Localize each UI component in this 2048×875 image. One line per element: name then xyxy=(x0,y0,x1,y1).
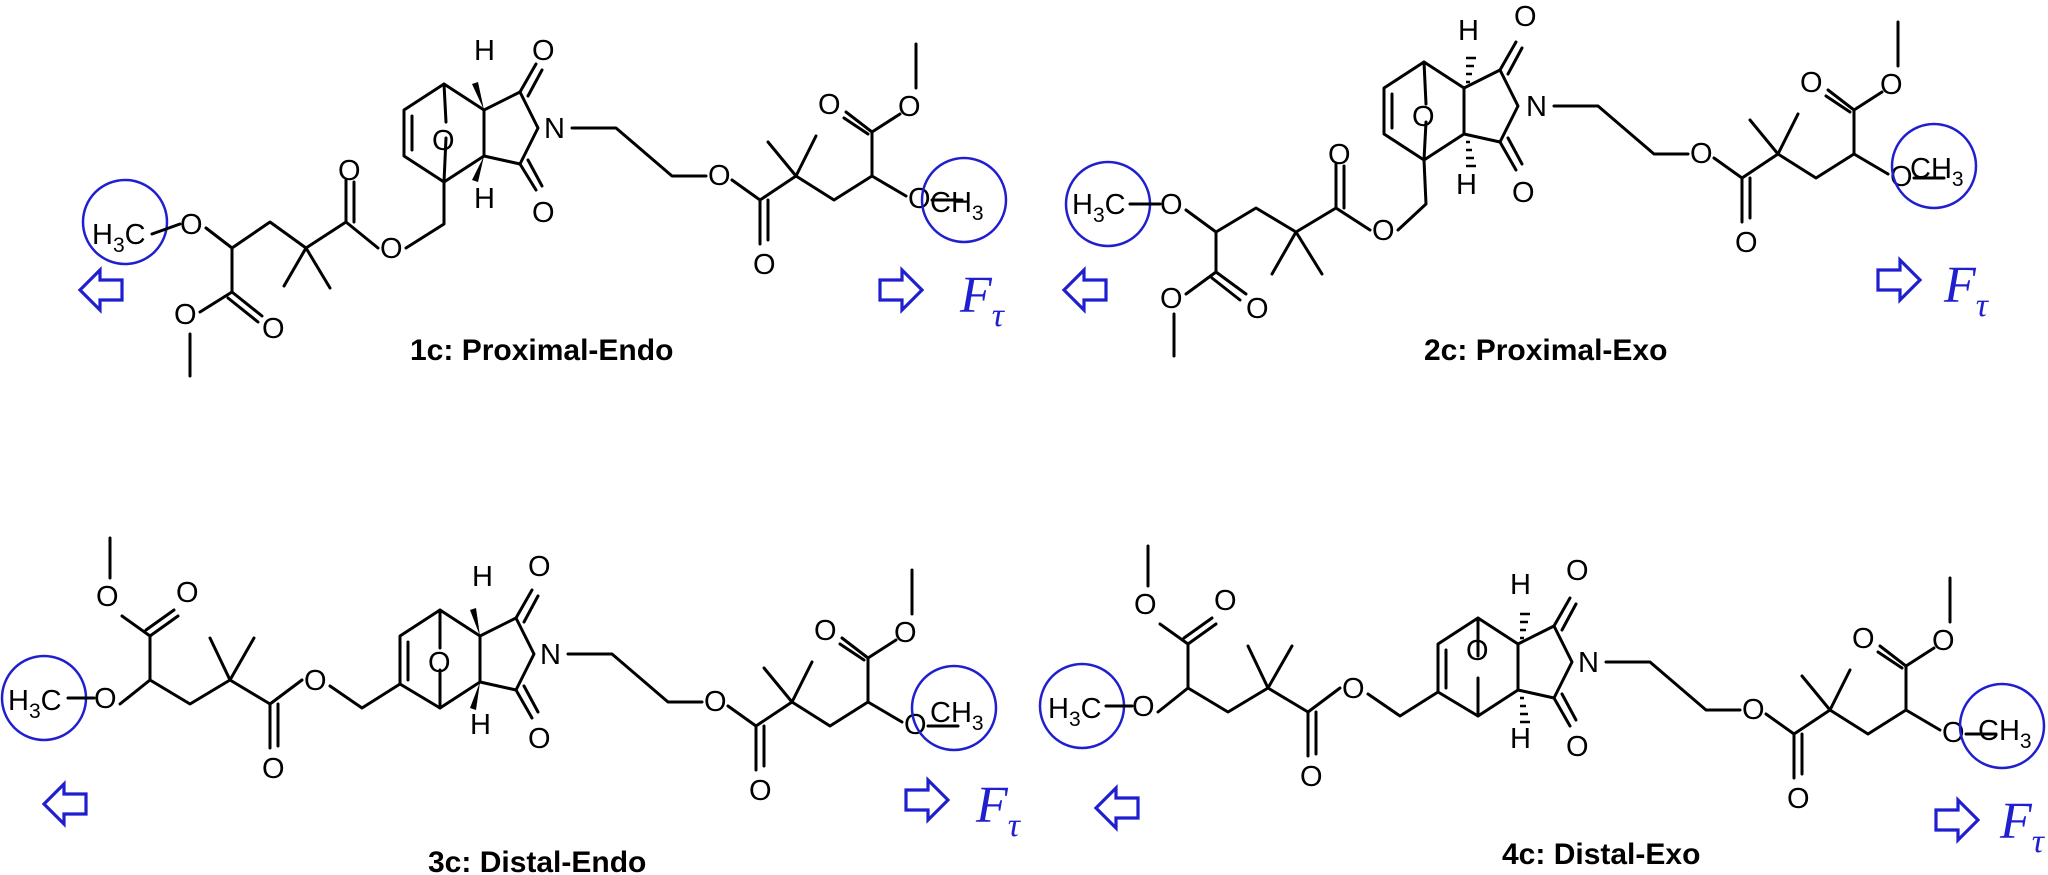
oxygen-atom-label: O xyxy=(380,233,403,265)
molecule-3c: H3C O O O O O O H H O O N CH3 Fτ 3 xyxy=(0,536,1022,875)
oxygen-atom-label: O xyxy=(1566,731,1589,763)
oxygen-atom-label: O xyxy=(180,209,203,241)
methyl-left-label: H3C xyxy=(1072,189,1126,227)
oxygen-atom-label: O xyxy=(432,125,455,157)
methyl-circle-right xyxy=(1890,122,1978,210)
pull-arrow-left xyxy=(41,780,88,828)
hydrogen-atom-label: H xyxy=(472,561,493,593)
methyl-circle-left xyxy=(81,178,169,266)
oxygen-atom-label: O xyxy=(1512,177,1535,209)
hydrogen-atom-label: H xyxy=(1510,723,1531,755)
nitrogen-atom-label: N xyxy=(540,639,561,671)
methyl-right-label: CH3 xyxy=(1910,153,1964,191)
pull-arrow-right xyxy=(904,776,951,824)
methyl-right-label: CH3 xyxy=(1978,715,2032,753)
oxygen-atom-label: O xyxy=(532,197,555,229)
oxygen-atom-label: O xyxy=(1466,635,1489,667)
oxygen-atom-label: O xyxy=(262,313,285,345)
methyl-left-label: H3C xyxy=(1048,693,1102,731)
pull-arrow-left xyxy=(1093,784,1140,832)
oxygen-atom-label: O xyxy=(1132,691,1155,723)
oxygen-atom-label: O xyxy=(262,753,285,785)
hydrogen-atom-label: H xyxy=(1458,15,1479,47)
oxygen-atom-label: O xyxy=(1514,1,1537,33)
pull-arrow-left xyxy=(77,266,124,314)
oxygen-atom-label: O xyxy=(1342,673,1365,705)
oxygen-atom-label: O xyxy=(1214,585,1237,617)
oxygen-atom-label: O xyxy=(1566,555,1589,587)
methyl-circle-right xyxy=(910,664,998,752)
nitrogen-atom-label: N xyxy=(1526,91,1547,123)
oxygen-atom-label: O xyxy=(1160,189,1183,221)
oxygen-atom-label: O xyxy=(528,723,551,755)
oxygen-atom-label: O xyxy=(176,577,199,609)
pull-arrow-right xyxy=(878,266,925,314)
oxygen-atom-label: O xyxy=(94,683,117,715)
caption-4c: 4c: Distal-Exo xyxy=(1502,838,1700,871)
oxygen-atom-label: O xyxy=(1300,761,1323,793)
caption-3c: 3c: Distal-Endo xyxy=(428,846,646,875)
caption-1c: 1c: Proximal-Endo xyxy=(410,334,673,367)
methyl-left-label: H3C xyxy=(8,685,62,723)
hydrogen-atom-label: H xyxy=(474,35,495,67)
force-label: Fτ xyxy=(959,267,1006,334)
force-label: Fτ xyxy=(1943,257,1990,324)
oxygen-atom-label: O xyxy=(1372,215,1395,247)
hydrogen-atom-label: H xyxy=(474,183,495,215)
nitrogen-atom-label: N xyxy=(544,113,565,145)
oxygen-atom-label: O xyxy=(1134,589,1157,621)
nitrogen-atom-label: N xyxy=(1578,647,1599,679)
oxygen-atom-label: O xyxy=(528,551,551,583)
methyl-circle-right xyxy=(1958,682,2046,770)
oxygen-atom-label: O xyxy=(1246,293,1269,325)
oxygen-atom-label: O xyxy=(428,647,451,679)
molecule-2c: H3C O O O O O O H H O O N CH3 Fτ 2 xyxy=(1061,1,1990,367)
hydrogen-atom-label: H xyxy=(1456,169,1477,201)
methyl-left-label: H3C xyxy=(92,219,146,257)
oxygen-atom-label: O xyxy=(1160,283,1183,315)
oxygen-atom-label: O xyxy=(304,665,327,697)
oxygen-atom-label: O xyxy=(96,581,119,613)
oxygen-atom-label: O xyxy=(1412,101,1435,133)
pull-arrow-left xyxy=(1061,266,1108,314)
pull-arrow-right xyxy=(1934,796,1981,844)
molecule-4c: H3C O O O O O O H H O O N CH3 Fτ 4 xyxy=(1038,544,2046,871)
hydrogen-atom-label: H xyxy=(470,709,491,741)
oxygen-atom-label: O xyxy=(532,35,555,67)
force-label: Fτ xyxy=(1999,793,2046,860)
methyl-right-label: CH3 xyxy=(930,187,984,225)
methyl-right-label: CH3 xyxy=(930,697,984,735)
force-label: Fτ xyxy=(975,777,1022,844)
methyl-circle-right xyxy=(920,156,1008,244)
pull-arrow-right xyxy=(1876,256,1923,304)
molecule-1c: H3C O O O O O O H H O O N CH3 xyxy=(77,35,1008,378)
oxygen-atom-label: O xyxy=(1328,139,1351,171)
oxygen-atom-label: O xyxy=(338,155,361,187)
hydrogen-atom-label: H xyxy=(1510,569,1531,601)
oxygen-atom-label: O xyxy=(174,299,197,331)
caption-2c: 2c: Proximal-Exo xyxy=(1424,334,1667,367)
